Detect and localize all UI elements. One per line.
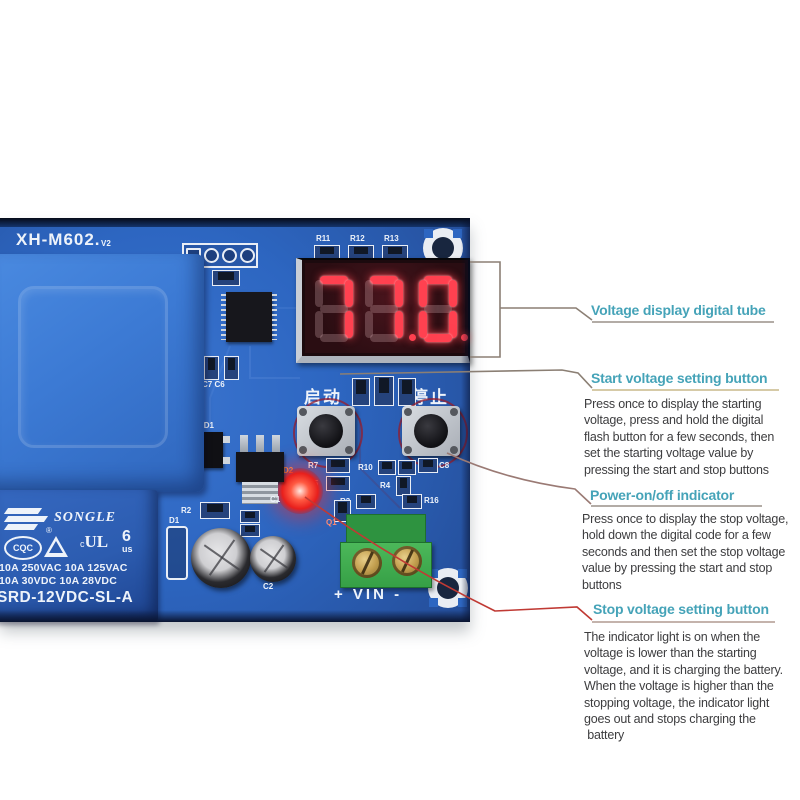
resistor-r3 bbox=[356, 494, 376, 509]
ul-mark: cUL bbox=[80, 532, 109, 551]
diode-d1 bbox=[166, 526, 188, 580]
resistor-r4 bbox=[396, 476, 411, 496]
header-pad bbox=[203, 248, 219, 263]
smd-component bbox=[240, 510, 260, 523]
display-face bbox=[305, 263, 468, 353]
ref-label-bd1: BD1 bbox=[198, 421, 215, 430]
ref-label-r12: R12 bbox=[350, 234, 365, 243]
smd-component bbox=[398, 378, 416, 406]
relay-model-text: SRD-12VDC-SL-A bbox=[0, 589, 134, 606]
ref-label-d1: D1 bbox=[169, 516, 180, 525]
display-digit bbox=[365, 276, 403, 342]
ref-label-r13: R13 bbox=[384, 234, 399, 243]
ref-label-q1: Q1 bbox=[326, 518, 337, 527]
relay-brand-text: SONGLE bbox=[54, 510, 117, 525]
capacitor-c6 bbox=[224, 356, 239, 380]
smd-component bbox=[352, 378, 370, 406]
annotation-heading-start: Start voltage setting button bbox=[591, 370, 768, 386]
ref-label-r16: R16 bbox=[424, 496, 439, 505]
regulator-tab bbox=[242, 482, 278, 504]
annotation-heading-display: Voltage display digital tube bbox=[591, 302, 766, 318]
capacitor-c5 bbox=[212, 270, 240, 286]
smd-component bbox=[240, 524, 260, 537]
capacitor-c8 bbox=[418, 458, 438, 473]
vin-label: + VIN - bbox=[334, 586, 403, 603]
resistor-r5 bbox=[326, 476, 350, 491]
board-version-text: V2 bbox=[101, 239, 111, 248]
triangle-certification-mark bbox=[44, 536, 68, 557]
display-decimal-point bbox=[409, 334, 416, 341]
ref-label-c2: C2 bbox=[263, 582, 274, 591]
capacitor-c7 bbox=[204, 356, 219, 380]
board-model-text: XH-M602. bbox=[16, 230, 101, 249]
relay-ratings-line1: 10A 250VAC 10A 125VAC bbox=[0, 562, 128, 574]
blue-transformer-module bbox=[0, 254, 204, 492]
smd-component bbox=[374, 376, 394, 406]
start-button bbox=[297, 406, 355, 456]
header-pad bbox=[239, 248, 255, 263]
ul-us-text: us bbox=[122, 544, 133, 554]
songle-logo bbox=[3, 508, 49, 532]
smd-component bbox=[398, 460, 416, 475]
electrolytic-capacitor-small bbox=[250, 536, 296, 582]
callout-line-display bbox=[470, 261, 593, 358]
registered-mark: ® bbox=[46, 526, 52, 535]
cqc-mark: CQC bbox=[4, 536, 42, 560]
pcb-board: XH-M602. V2 C5 C7 C6 R11 R12 R13 bbox=[0, 218, 470, 622]
voltage-display bbox=[296, 258, 470, 363]
relay-ratings-line2: 10A 30VDC 10A 28VDC bbox=[0, 575, 117, 587]
stop-button bbox=[402, 406, 460, 456]
resistor-r10 bbox=[378, 460, 396, 475]
ref-label-r2: R2 bbox=[181, 506, 192, 515]
resistor-r16 bbox=[402, 494, 422, 509]
ref-label-r10: R10 bbox=[358, 463, 373, 472]
ref-label-r4: R4 bbox=[380, 481, 391, 490]
relay: SONGLE ® CQC cUL 6 us 10A 250VAC 10A 125… bbox=[0, 490, 158, 622]
resistor-r7 bbox=[326, 458, 350, 473]
electrolytic-capacitor-large bbox=[191, 528, 251, 588]
header-pad bbox=[221, 248, 237, 263]
ref-label-r11: R11 bbox=[316, 234, 331, 243]
pcb-bottom-edge bbox=[0, 610, 470, 622]
ref-label-c8: C8 bbox=[439, 461, 450, 470]
relay-amp-text: 6 bbox=[122, 528, 131, 545]
display-digit bbox=[419, 276, 457, 342]
main-ic-chip bbox=[221, 292, 277, 342]
annotation-heading-power: Power-on/off indicator bbox=[590, 487, 735, 503]
terminal-screw bbox=[352, 548, 382, 578]
ref-label-r7: R7 bbox=[308, 461, 319, 470]
terminal-screw bbox=[392, 546, 422, 576]
annotation-heading-stop: Stop voltage setting button bbox=[593, 601, 769, 617]
resistor-r2 bbox=[200, 502, 230, 519]
voltage-regulator bbox=[236, 435, 284, 482]
ref-label-c1: C1 bbox=[270, 495, 281, 504]
display-digit bbox=[315, 276, 353, 342]
annotation-body-power: Press once to display the stop voltage,h… bbox=[582, 512, 789, 592]
pcb-right-edge bbox=[461, 218, 470, 622]
pcb-top-edge bbox=[0, 218, 470, 227]
ref-label-c7c6: C7 C6 bbox=[202, 380, 225, 389]
